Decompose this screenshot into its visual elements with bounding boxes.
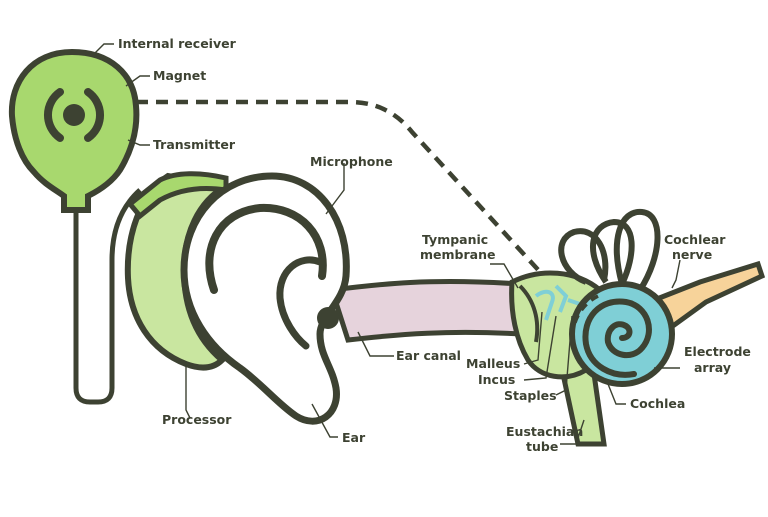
- label-staples: Staples: [504, 388, 557, 403]
- labels: Internal receiver Magnet Transmitter Mic…: [118, 36, 751, 454]
- incus-bone: [554, 284, 569, 313]
- label-cochlear-nerve-2: nerve: [672, 247, 712, 262]
- pinna: [180, 172, 350, 425]
- label-tympanic-2: membrane: [420, 247, 495, 262]
- cochlea: [569, 281, 675, 387]
- label-transmitter: Transmitter: [153, 137, 236, 152]
- label-internal-receiver: Internal receiver: [118, 36, 237, 51]
- receiver-cable: [73, 188, 142, 405]
- label-magnet: Magnet: [153, 68, 206, 83]
- malleus-bone: [534, 289, 555, 321]
- label-electrode-1: Electrode: [684, 344, 751, 359]
- helix-fold: [205, 203, 327, 294]
- label-electrode-2: array: [694, 360, 731, 375]
- stapes-bone: [567, 298, 581, 306]
- receiver-body: [8, 48, 140, 213]
- magnet-dot: [63, 104, 85, 126]
- microphone-dot: [317, 307, 339, 329]
- electrode-array: [570, 294, 656, 386]
- label-malleus: Malleus: [466, 356, 520, 371]
- magnet-ring-right: [84, 88, 104, 142]
- ossicles: [534, 284, 581, 321]
- label-ear: Ear: [342, 430, 366, 445]
- concha-fold: [276, 256, 324, 350]
- label-cochlear-nerve-1: Cochlear: [664, 232, 726, 247]
- label-eustachian-1: Eustachian: [506, 424, 583, 439]
- tympanic-membrane: [518, 284, 540, 343]
- label-processor: Processor: [162, 412, 232, 427]
- internal-receiver: [8, 48, 142, 405]
- signal-path-dashed: [136, 99, 554, 287]
- magnet-ring-left: [44, 88, 64, 142]
- label-ear-canal: Ear canal: [396, 348, 461, 363]
- label-microphone: Microphone: [310, 154, 393, 169]
- label-incus: Incus: [478, 372, 515, 387]
- label-cochlea: Cochlea: [630, 396, 685, 411]
- cochlea-spiral: [582, 298, 652, 378]
- label-tympanic-1: Tympanic: [422, 232, 488, 247]
- semicircular-canals: [558, 208, 661, 292]
- label-eustachian-2: tube: [526, 439, 558, 454]
- ear-canal: [328, 279, 523, 343]
- pinna-body: [180, 172, 350, 425]
- leader-lines: [91, 43, 681, 445]
